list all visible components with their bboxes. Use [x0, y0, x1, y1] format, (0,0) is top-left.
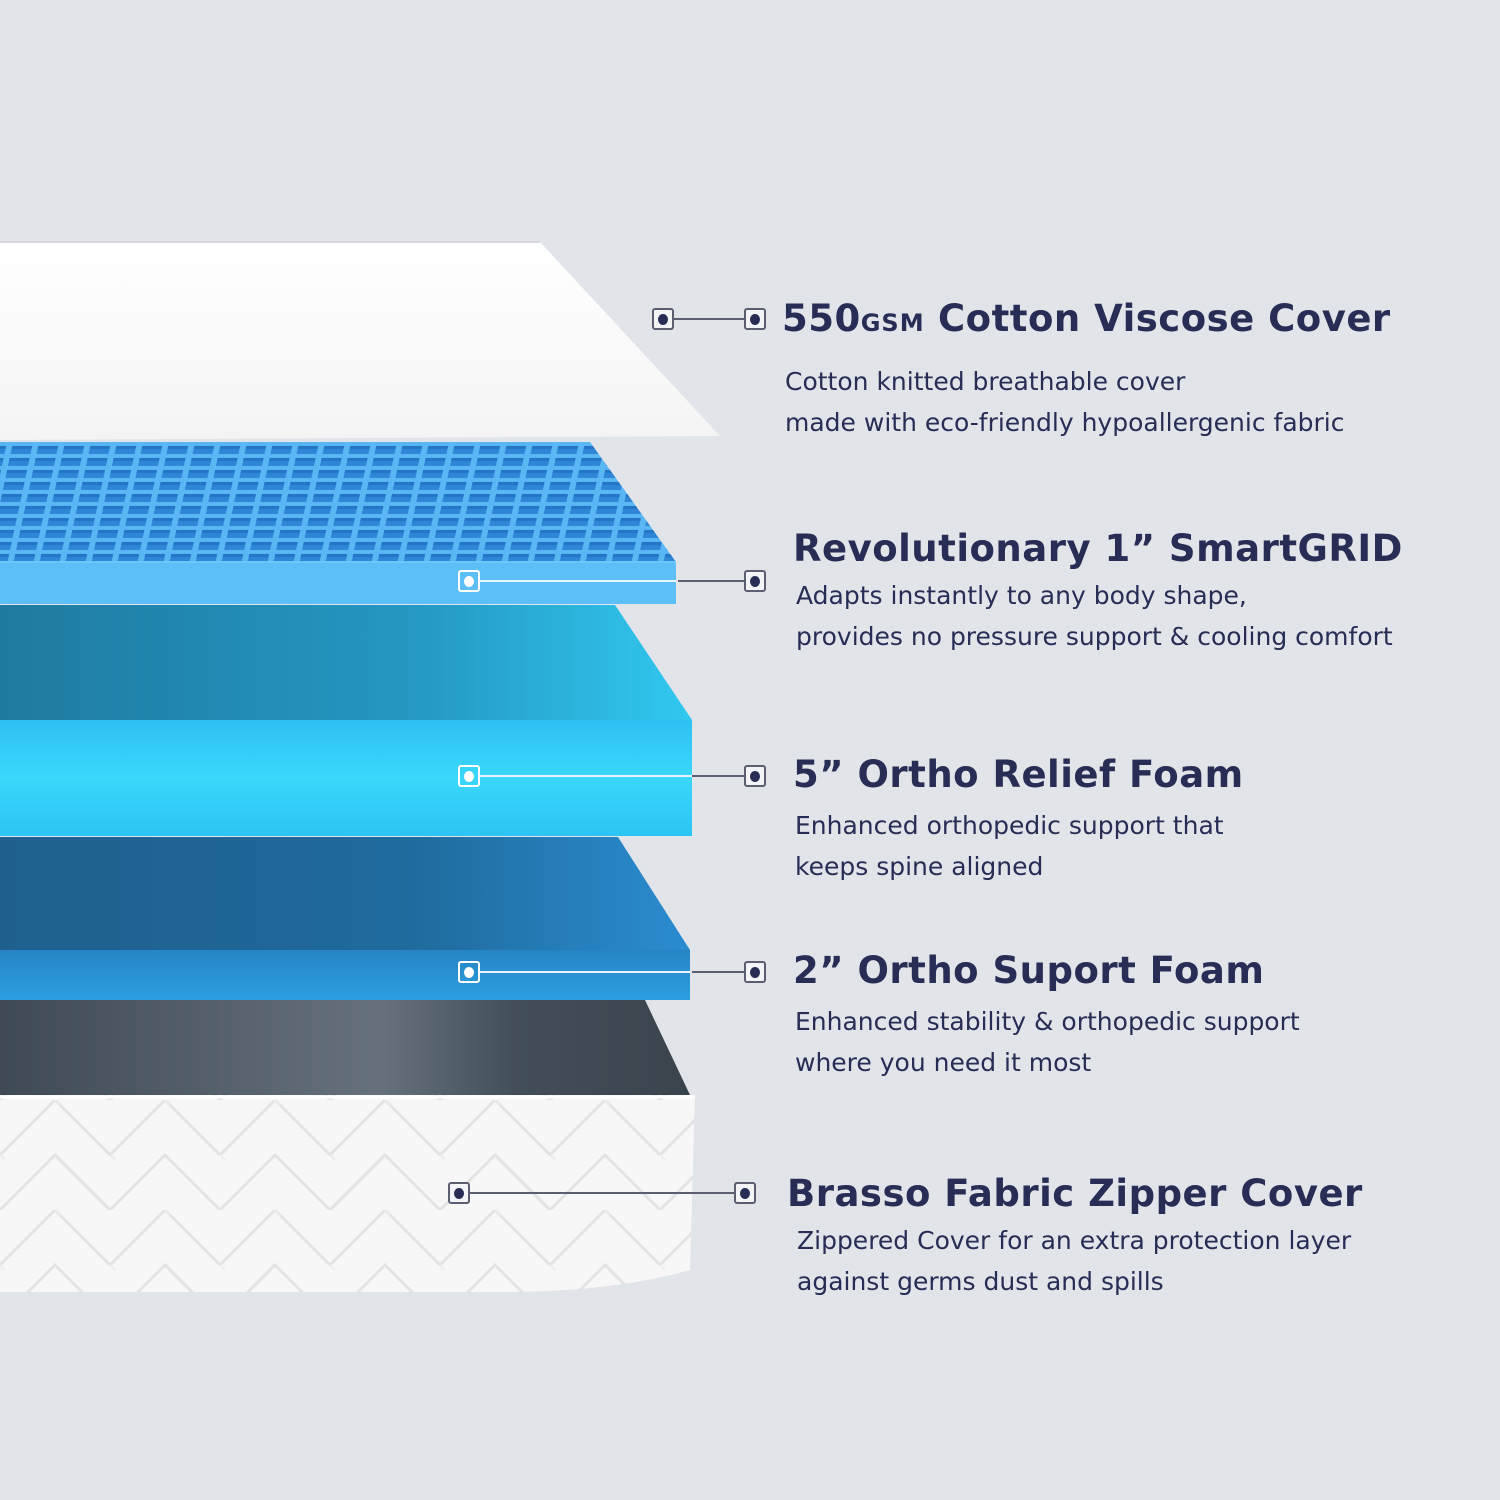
relief-top [0, 605, 692, 720]
layer-title-smartgrid: Revolutionary 1” SmartGRID [793, 527, 1403, 570]
marker-zipper-right [734, 1182, 756, 1204]
relief-front [0, 720, 692, 836]
layer-label-zipper: Brasso Fabric Zipper Cover Zippered Cove… [787, 1175, 1363, 1302]
connector-line-smartgrid-inner [480, 580, 676, 582]
layer-desc-zipper: Zippered Cover for an extra protection l… [797, 1226, 1352, 1296]
connector-line-relief-outer [692, 775, 744, 777]
layer-desc-smartgrid: Adapts instantly to any body shape, prov… [796, 581, 1393, 651]
layer-title-support: 2” Ortho Suport Foam [793, 949, 1265, 992]
marker-zipper-left [448, 1182, 470, 1204]
connector-line-zipper [470, 1192, 734, 1194]
support-top [0, 837, 690, 950]
marker-relief-left [458, 765, 480, 787]
cover-sheet [0, 242, 720, 440]
layer-desc-relief: Enhanced orthopedic support that keeps s… [795, 811, 1224, 881]
connector-line-support-inner [480, 971, 690, 973]
layer-title-cover: 550GSM Cotton Viscose Cover [782, 297, 1391, 340]
base-top [0, 1000, 690, 1095]
layer-desc-support: Enhanced stability & orthopedic support … [795, 1007, 1300, 1077]
layer-title-relief: 5” Ortho Relief Foam [793, 753, 1244, 796]
connector-line-cover [674, 318, 744, 320]
layer-label-support: 2” Ortho Suport Foam Enhanced stability … [793, 952, 1300, 1083]
layer-desc-cover: Cotton knitted breathable cover made wit… [785, 367, 1345, 437]
marker-cover-right [744, 308, 766, 330]
connector-line-smartgrid-outer [678, 580, 744, 582]
layer-label-smartgrid: Revolutionary 1” SmartGRID Adapts instan… [793, 530, 1403, 657]
marker-smartgrid-right [744, 570, 766, 592]
smartgrid-front [0, 562, 676, 604]
connector-line-support-outer [692, 971, 744, 973]
smartgrid-top [0, 442, 676, 562]
marker-cover-left [652, 308, 674, 330]
layer-label-relief: 5” Ortho Relief Foam Enhanced orthopedic… [793, 756, 1244, 887]
marker-support-right [744, 961, 766, 983]
marker-relief-right [744, 765, 766, 787]
layer-label-cover: 550GSM Cotton Viscose Cover Cotton knitt… [782, 300, 1391, 443]
layer-title-zipper: Brasso Fabric Zipper Cover [787, 1172, 1363, 1215]
connector-line-relief-inner [480, 775, 692, 777]
marker-support-left [458, 961, 480, 983]
support-front [0, 950, 690, 1000]
zipper-cover [0, 1095, 695, 1292]
marker-smartgrid-left [458, 570, 480, 592]
